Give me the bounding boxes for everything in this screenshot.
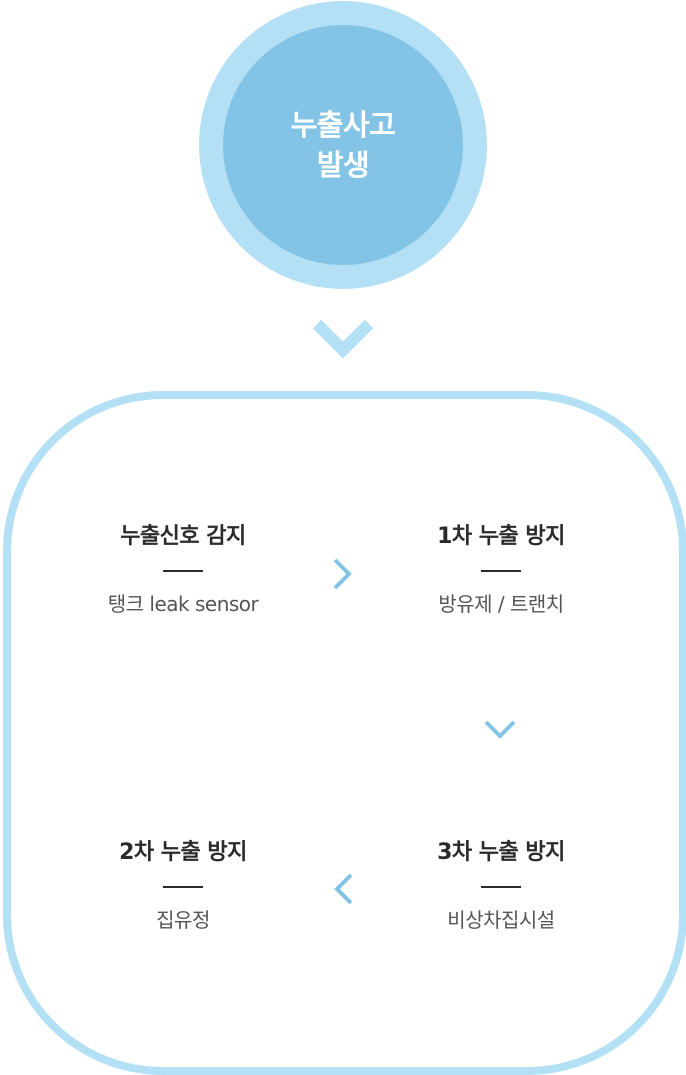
chevron-down-icon — [484, 720, 516, 739]
chevron-left-icon — [334, 873, 353, 905]
chevron-right-icon — [333, 558, 352, 590]
step-second-prevention: 2차 누출 방지 집유정 — [63, 838, 303, 935]
step-description: 집유정 — [156, 908, 210, 932]
step-description: 비상차집시설 — [447, 908, 555, 932]
step-third-prevention: 3차 누출 방지 비상차집시설 — [381, 838, 621, 935]
incident-label-line2: 발생 — [316, 148, 370, 182]
incident-circle: 누출사고 발생 — [223, 25, 463, 265]
step-title: 누출신호 감지 — [120, 524, 246, 549]
divider — [481, 570, 521, 572]
step-title: 3차 누출 방지 — [437, 840, 565, 865]
step-description: 방유제 / 트랜치 — [438, 592, 564, 616]
prevention-flow-box — [3, 391, 686, 1075]
chevron-down-icon — [312, 319, 374, 359]
step-first-prevention: 1차 누출 방지 방유제 / 트랜치 — [381, 522, 621, 619]
step-leak-detection: 누출신호 감지 탱크 leak sensor — [63, 522, 303, 619]
step-title: 2차 누출 방지 — [119, 840, 247, 865]
incident-label-line1: 누출사고 — [290, 108, 396, 142]
step-title: 1차 누출 방지 — [437, 524, 565, 549]
divider — [163, 570, 203, 572]
divider — [163, 886, 203, 888]
step-description: 탱크 leak sensor — [107, 592, 259, 616]
divider — [481, 886, 521, 888]
